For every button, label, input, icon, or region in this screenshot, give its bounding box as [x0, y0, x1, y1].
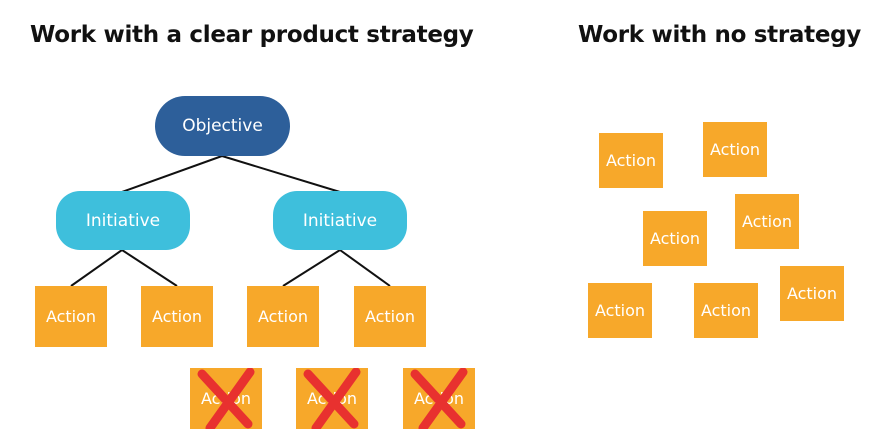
cross-out-icon	[303, 368, 361, 429]
connector-initiative1-action-1	[70, 249, 123, 287]
scattered-action-node: Action	[780, 266, 844, 321]
scattered-action-node: Action	[599, 133, 663, 188]
discarded-action-node: Action	[296, 368, 368, 429]
action-node: Action	[247, 286, 319, 347]
action-node: Action	[354, 286, 426, 347]
discarded-action-node: Action	[403, 368, 475, 429]
cross-out-icon	[197, 368, 255, 429]
connector-initiative2-action-4	[339, 249, 391, 287]
connector-objective-initiative-2	[221, 155, 341, 193]
connector-objective-initiative-1	[121, 155, 223, 193]
initiative-node: Initiative	[273, 191, 407, 250]
scattered-action-node: Action	[694, 283, 758, 338]
initiative-node: Initiative	[56, 191, 190, 250]
connector-initiative1-action-2	[121, 249, 178, 287]
strategy-heading: Work with a clear product strategy	[30, 22, 474, 48]
scattered-action-node: Action	[703, 122, 767, 177]
objective-node: Objective	[155, 96, 290, 156]
scattered-action-node: Action	[588, 283, 652, 338]
action-node: Action	[141, 286, 213, 347]
cross-out-icon	[410, 368, 468, 429]
action-node: Action	[35, 286, 107, 347]
scattered-action-node: Action	[643, 211, 707, 266]
connector-initiative2-action-3	[282, 249, 341, 287]
scattered-action-node: Action	[735, 194, 799, 249]
discarded-action-node: Action	[190, 368, 262, 429]
no-strategy-heading: Work with no strategy	[578, 22, 861, 48]
